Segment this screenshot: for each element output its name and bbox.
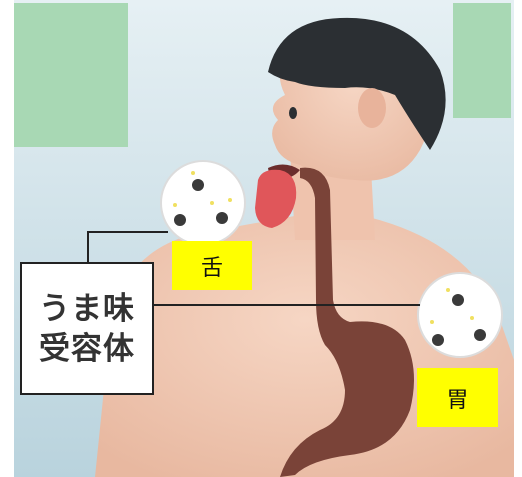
mask-block-right xyxy=(453,3,511,118)
receptor-label-line2: 受容体 xyxy=(39,329,135,369)
umami-receptor-label-box: うま味 受容体 xyxy=(20,262,154,395)
stomach-tag: 胃 xyxy=(417,368,498,427)
receptor-label-line1: うま味 xyxy=(39,289,135,329)
tongue-tag: 舌 xyxy=(172,241,252,290)
mask-block-left xyxy=(14,3,128,147)
tongue-magnifier xyxy=(161,161,245,245)
stomach-magnifier xyxy=(418,273,502,357)
ear xyxy=(358,88,386,128)
eye xyxy=(289,107,297,119)
